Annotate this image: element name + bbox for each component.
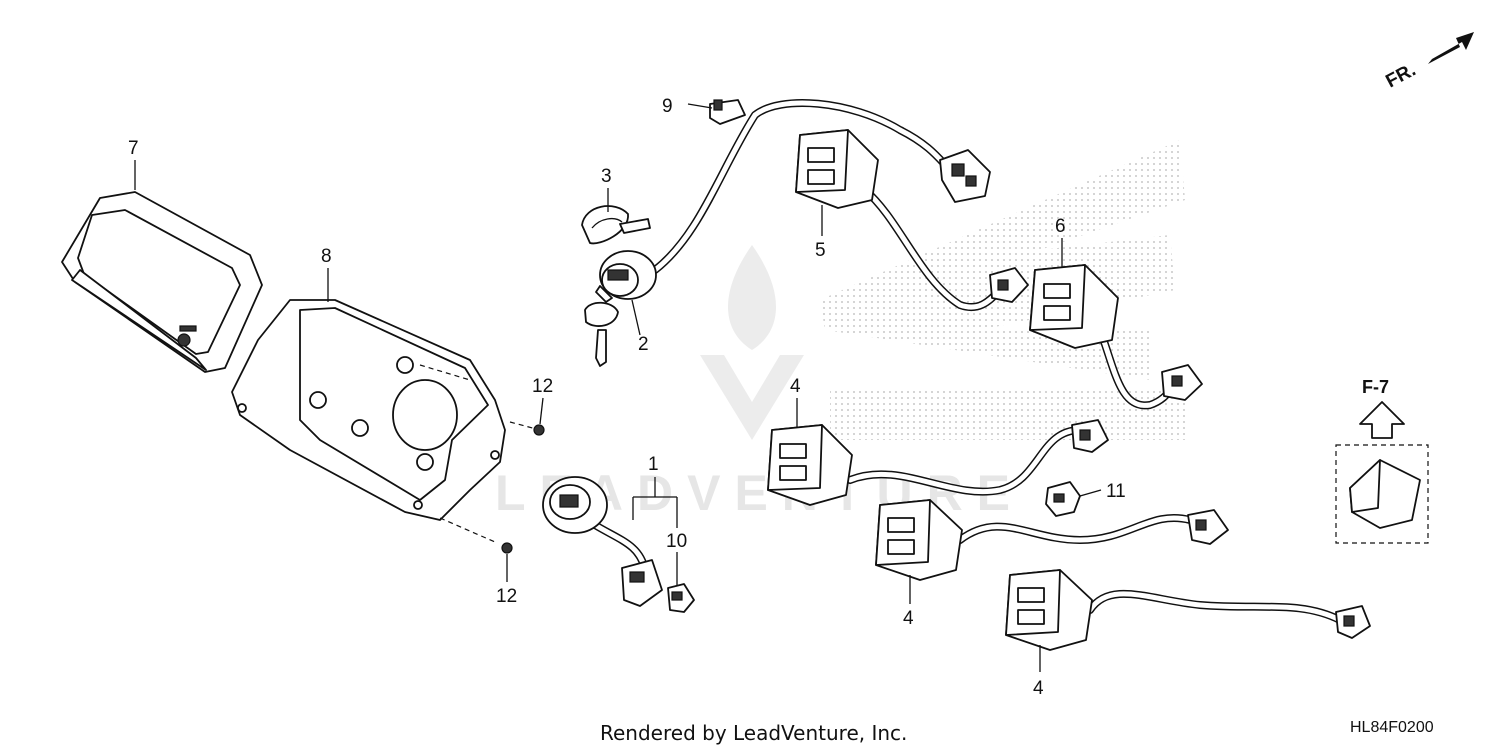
callout-4-b: 4 — [903, 608, 914, 629]
part-6-coupler — [1161, 364, 1203, 401]
callout-leaders — [134, 103, 1102, 672]
callout-12-upper: 12 — [532, 376, 553, 397]
part-2-coupler — [939, 149, 991, 203]
part-12-screw-upper — [533, 424, 545, 436]
callout-4-c: 4 — [1033, 678, 1044, 699]
part-7-meter-cover — [61, 191, 263, 373]
callout-10: 10 — [666, 531, 687, 552]
callout-7: 7 — [128, 138, 139, 159]
part-9-connector — [709, 99, 746, 125]
callout-6: 6 — [1055, 216, 1066, 237]
part-5-coupler — [989, 267, 1029, 303]
callout-4-a: 4 — [790, 376, 801, 397]
front-direction-arrow-icon — [1428, 32, 1474, 64]
part-1-socket — [542, 476, 663, 607]
callout-9: 9 — [662, 96, 673, 117]
part-6-switch — [1029, 264, 1203, 410]
reference-label: F-7 — [1362, 377, 1389, 397]
callout-1: 1 — [648, 454, 659, 475]
part-4-switch-c — [1005, 569, 1371, 651]
part-4-switch-b — [875, 499, 1229, 581]
callout-labels: 7 8 3 2 9 5 6 4 4 4 11 12 12 1 10 — [128, 96, 1126, 699]
callout-5: 5 — [815, 240, 826, 261]
reference-f7-box: F-7 — [1335, 377, 1429, 544]
part-4-coupler-a — [1071, 419, 1109, 453]
part-2-ignition-switch — [584, 99, 991, 367]
part-4-switch-a — [767, 419, 1109, 506]
front-direction-indicator: FR. — [1382, 32, 1474, 92]
callout-3: 3 — [601, 166, 612, 187]
part-3-key-cap — [581, 205, 651, 245]
footer-credit: Rendered by LeadVenture, Inc. — [600, 721, 907, 745]
callout-11: 11 — [1106, 481, 1126, 502]
diagram-code: HL84F0200 — [1350, 719, 1434, 736]
part-5-switch — [795, 129, 1029, 312]
part-4-coupler-c — [1335, 605, 1371, 639]
part-4-coupler-b — [1187, 509, 1229, 545]
callout-2: 2 — [638, 334, 649, 355]
reference-up-arrow-icon — [1359, 401, 1405, 439]
direction-label: FR. — [1382, 60, 1419, 93]
callout-12-lower: 12 — [496, 586, 517, 607]
part-8-meter-case — [231, 299, 541, 543]
callout-8: 8 — [321, 246, 332, 267]
part-12-screw-lower — [501, 542, 513, 554]
part-11-clip — [1045, 481, 1081, 517]
part-10-clip — [667, 583, 695, 613]
